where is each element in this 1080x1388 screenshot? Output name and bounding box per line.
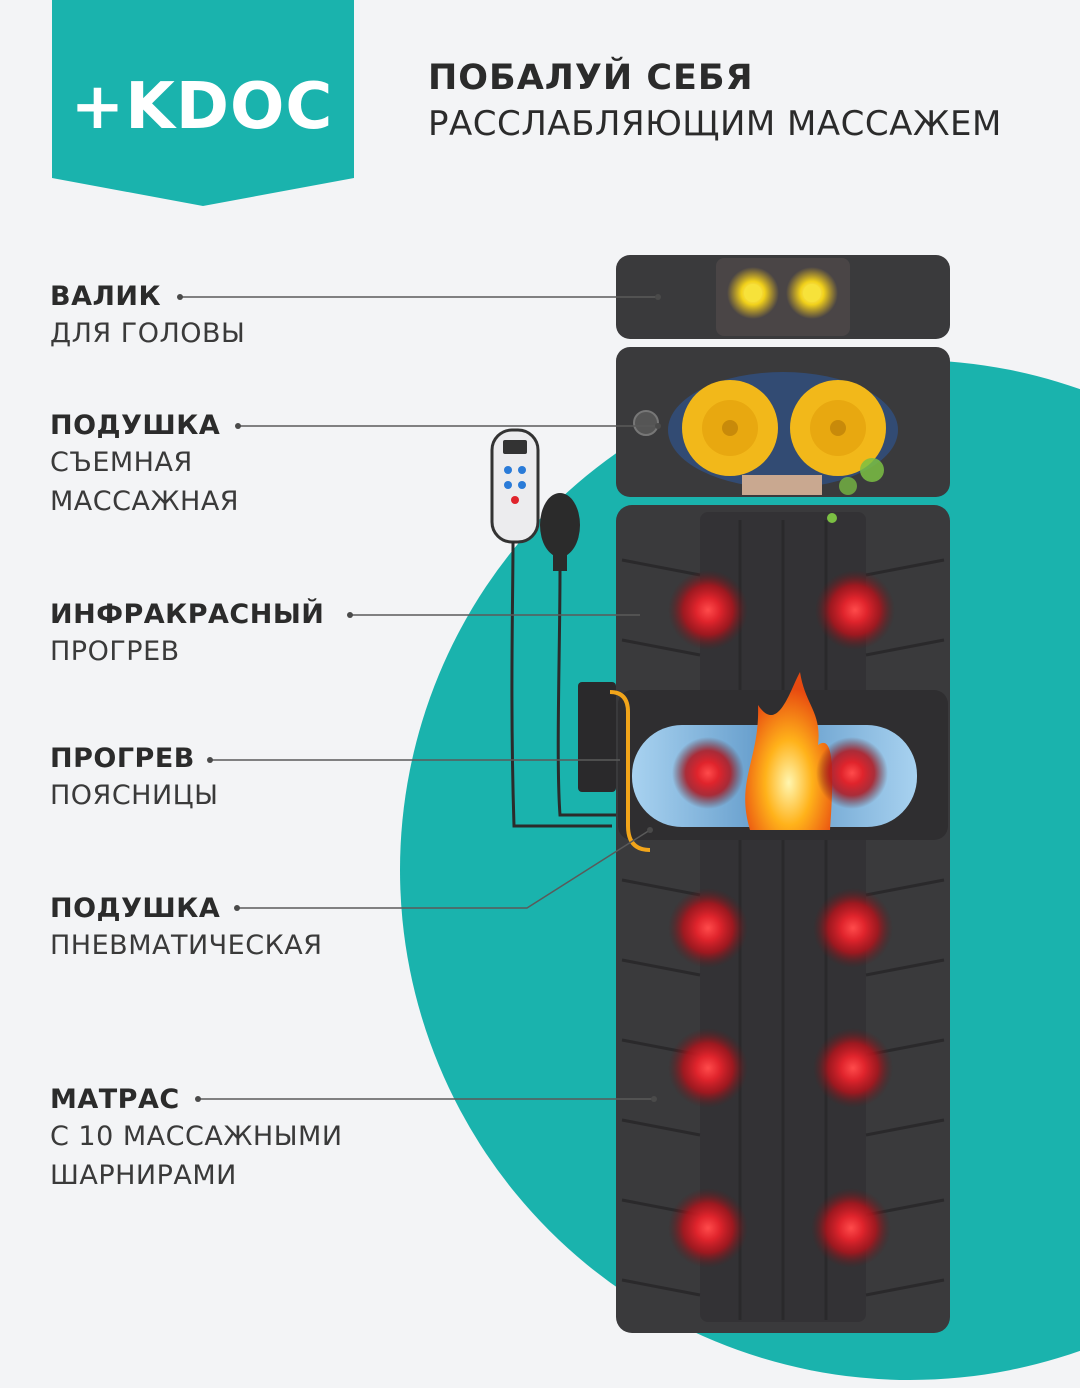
- feature-title: ИНФРАКРАСНЫЙ: [50, 599, 325, 630]
- feature-desc: ШАРНИРАМИ: [50, 1160, 237, 1191]
- feature-desc: ПНЕВМАТИЧЕСКАЯ: [50, 930, 323, 961]
- mattress: [578, 505, 950, 1333]
- air-pump-bulb-icon: [540, 493, 616, 817]
- feature-infrared: ИНФРАКРАСНЫЙ ПРОГРЕВ: [50, 598, 324, 671]
- feature-title: ПРОГРЕВ: [50, 743, 195, 774]
- head-roller: [616, 255, 950, 339]
- feature-lumbar-heat: ПРОГРЕВ ПОЯСНИЦЫ: [50, 742, 218, 815]
- feature-desc: ПОЯСНИЦЫ: [50, 780, 219, 811]
- lumbar-heater: [618, 672, 948, 840]
- feature-desc: ПРОГРЕВ: [50, 636, 180, 667]
- feature-title: ПОДУШКА: [50, 410, 221, 441]
- feature-desc: С 10 МАССАЖНЫМИ: [50, 1121, 343, 1152]
- headline: ПОБАЛУЙ СЕБЯ РАССЛАБЛЯЮЩИМ МАССАЖЕМ: [428, 58, 1002, 144]
- feature-mattress: МАТРАС С 10 МАССАЖНЫМИ ШАРНИРАМИ: [50, 1083, 343, 1195]
- logo-banner: [52, 0, 354, 206]
- feature-desc: ДЛЯ ГОЛОВЫ: [50, 318, 246, 349]
- feature-massage-pillow: ПОДУШКА СЪЕМНАЯ МАССАЖНАЯ: [50, 409, 239, 521]
- feature-title: МАТРАС: [50, 1084, 180, 1115]
- feature-desc: МАССАЖНАЯ: [50, 486, 240, 517]
- headline-title: ПОБАЛУЙ СЕБЯ: [428, 58, 754, 98]
- leader-lines: [180, 296, 658, 1100]
- feature-title: ПОДУШКА: [50, 893, 221, 924]
- feature-title: ВАЛИК: [50, 281, 162, 312]
- roller-right: [790, 380, 886, 476]
- feature-desc: СЪЕМНАЯ: [50, 447, 193, 478]
- feature-head-roller: ВАЛИК ДЛЯ ГОЛОВЫ: [50, 280, 245, 353]
- headline-subtitle: РАССЛАБЛЯЮЩИМ МАССАЖЕМ: [428, 104, 1002, 144]
- feature-air-cushion: ПОДУШКА ПНЕВМАТИЧЕСКАЯ: [50, 892, 322, 965]
- massage-pillow: [616, 347, 950, 497]
- heat-nodes: [668, 570, 895, 1268]
- brand-logo: +KDOC: [70, 70, 334, 144]
- roller-left: [682, 380, 778, 476]
- remote-control-icon: [490, 428, 612, 828]
